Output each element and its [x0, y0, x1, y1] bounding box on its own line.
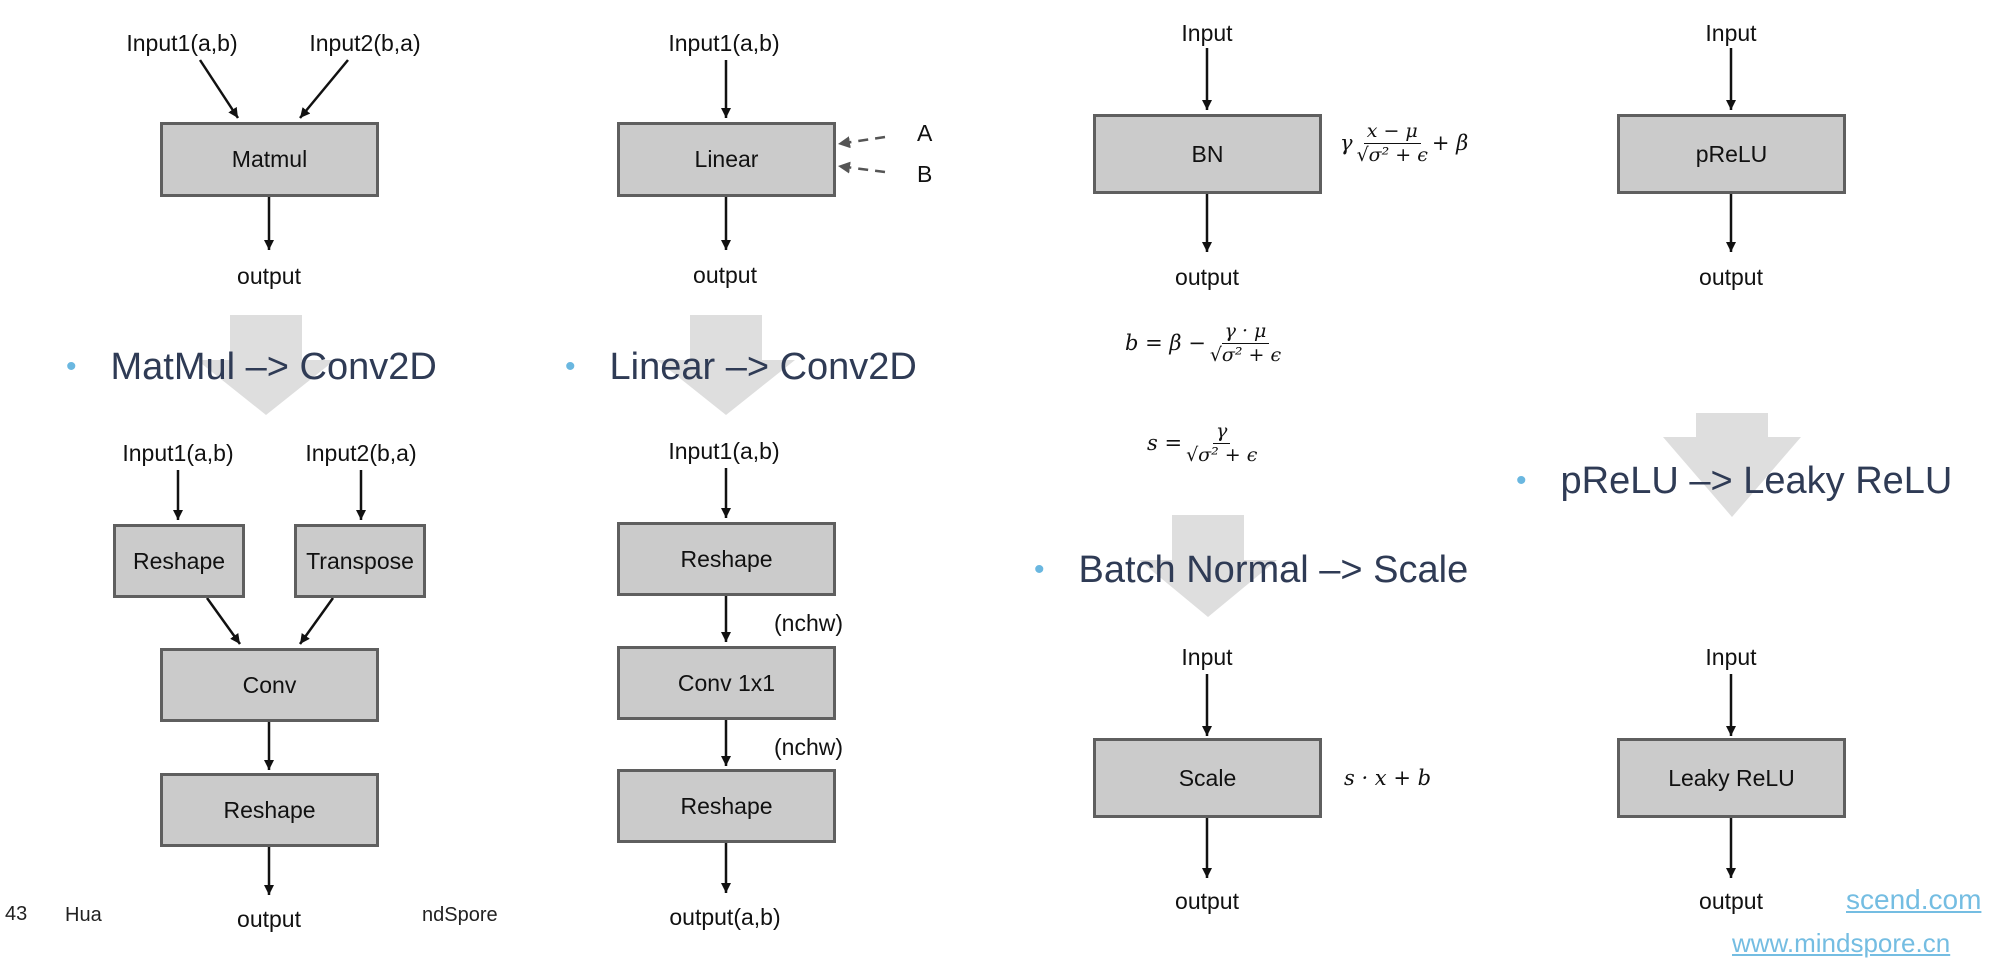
- prelu-node: pReLU: [1617, 114, 1846, 194]
- linear-node: Linear: [617, 122, 836, 197]
- linear-input-label: Input1(a,b): [668, 30, 780, 56]
- scale-factor-formula: s = γ √σ² + ϵ: [1147, 422, 1261, 465]
- ascend-link[interactable]: scend.com: [1846, 884, 1982, 915]
- bn-denominator: √σ² + ϵ: [1356, 144, 1428, 166]
- bn-input-label: Input: [1181, 20, 1233, 46]
- bullet-text: MatMul –> Conv2D: [110, 346, 437, 388]
- bullet-matmul-to-conv2d: • MatMul –> Conv2D: [66, 348, 437, 386]
- arrow-input2-to-matmul: [299, 59, 349, 119]
- conv-input1-label: Input1(a,b): [122, 440, 234, 466]
- linear-output-label: output: [693, 262, 757, 288]
- arrow-reshape-to-conv: [205, 597, 242, 645]
- scale-formula: s · x + b: [1344, 766, 1432, 790]
- matmul-node: Matmul: [160, 122, 379, 197]
- arrow-transpose-to-conv: [298, 597, 335, 645]
- bn-beta-term: + β: [1431, 131, 1469, 155]
- bullet-dot: •: [565, 350, 576, 383]
- leaky-relu-input-label: Input: [1705, 644, 1757, 670]
- scale-node: Scale: [1093, 738, 1322, 818]
- bn-fraction: x − μ √σ² + ϵ: [1357, 122, 1428, 165]
- bias-denominator: √σ² + ϵ: [1209, 344, 1282, 366]
- bullet-text: pReLU –> Leaky ReLU: [1560, 460, 1953, 502]
- reshape-node: Reshape: [113, 524, 245, 598]
- matmul-input1-label: Input1(a,b): [126, 30, 238, 56]
- bias-numerator: γ · μ: [1221, 322, 1270, 344]
- bullet-text: Linear –> Conv2D: [609, 346, 917, 388]
- conv-node: Conv: [160, 648, 379, 722]
- transition-arrow-bn: [1139, 515, 1277, 617]
- transpose-node: Transpose: [294, 524, 426, 598]
- transition-arrow-matmul: [197, 315, 335, 415]
- matmul-output-label: output: [237, 263, 301, 289]
- bullet-dot: •: [66, 350, 77, 383]
- bullet-linear-to-conv2d: • Linear –> Conv2D: [565, 348, 917, 386]
- footer-text-right: ndSpore: [422, 904, 498, 926]
- bn-node: BN: [1093, 114, 1322, 194]
- bias-formula-lhs: b = β −: [1125, 331, 1206, 355]
- bullet-dot: •: [1034, 553, 1045, 586]
- bullet-bn-to-scale: • Batch Normal –> Scale: [1034, 551, 1468, 589]
- bn-formula: γ x − μ √σ² + ϵ + β: [1340, 122, 1468, 165]
- bullet-dot: •: [1516, 464, 1527, 497]
- conv-input2-label: Input2(b,a): [305, 440, 417, 466]
- arrow-input1-to-matmul: [198, 59, 240, 119]
- scale-numerator: γ: [1213, 422, 1231, 444]
- linear-param-b: B: [917, 161, 933, 187]
- bias-fraction: γ · μ √σ² + ϵ: [1210, 322, 1281, 365]
- matmul-input2-label: Input2(b,a): [309, 30, 421, 56]
- scale-denominator: √σ² + ϵ: [1186, 444, 1258, 466]
- arrow-a-to-linear: [837, 135, 886, 149]
- page-number: 43: [5, 903, 28, 925]
- transition-arrow-prelu: [1663, 413, 1801, 517]
- linear-conv-output-label: output(a,b): [669, 904, 781, 930]
- prelu-input-label: Input: [1705, 20, 1757, 46]
- leaky-relu-node: Leaky ReLU: [1617, 738, 1846, 818]
- conv1x1-node: Conv 1x1: [617, 646, 836, 720]
- bias-formula: b = β − γ · μ √σ² + ϵ: [1125, 322, 1285, 365]
- nchw-label-2: (nchw): [774, 734, 844, 760]
- transition-arrow-linear: [657, 315, 795, 415]
- nchw-label-1: (nchw): [774, 610, 844, 636]
- conv-output-label: output: [237, 906, 301, 932]
- gamma-symbol: γ: [1340, 131, 1353, 155]
- scale-output-label: output: [1175, 888, 1239, 914]
- reshape1-node: Reshape: [617, 522, 836, 596]
- arrow-b-to-linear: [837, 161, 886, 174]
- linear-param-a: A: [917, 120, 933, 146]
- footer-text-left: Hua: [65, 904, 102, 926]
- bn-numerator: x − μ: [1363, 122, 1421, 144]
- bullet-text: Batch Normal –> Scale: [1078, 549, 1469, 591]
- prelu-output-label: output: [1699, 264, 1763, 290]
- mindspore-link[interactable]: www.mindspore.cn: [1732, 928, 1951, 958]
- linear-conv-input-label: Input1(a,b): [668, 438, 780, 464]
- bn-output-label: output: [1175, 264, 1239, 290]
- reshape2-node: Reshape: [617, 769, 836, 843]
- scale-fraction: γ √σ² + ϵ: [1186, 422, 1257, 465]
- reshape-output-node: Reshape: [160, 773, 379, 847]
- scale-formula-lhs: s =: [1147, 431, 1183, 455]
- bullet-prelu-to-leaky-relu: • pReLU –> Leaky ReLU: [1516, 462, 1952, 500]
- leaky-relu-output-label: output: [1699, 888, 1763, 914]
- scale-input-label: Input: [1181, 644, 1233, 670]
